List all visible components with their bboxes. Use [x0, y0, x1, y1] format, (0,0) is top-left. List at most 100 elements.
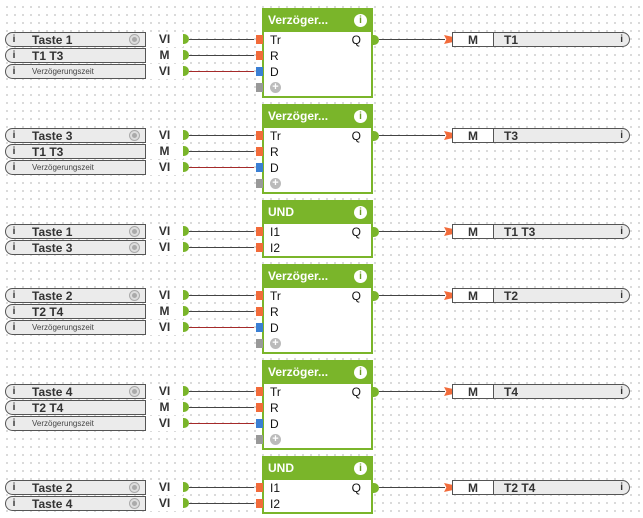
output-arrow-port[interactable]	[444, 227, 452, 236]
info-icon[interactable]: i	[12, 50, 16, 61]
output-arrow-port[interactable]	[444, 35, 452, 44]
block-header[interactable]: Verzöger...i	[264, 266, 371, 288]
output-port[interactable]	[373, 227, 379, 237]
input-port[interactable]	[256, 35, 263, 44]
input-port[interactable]	[256, 499, 263, 508]
add-port[interactable]	[256, 179, 263, 188]
input-port[interactable]	[256, 403, 263, 412]
input-output-port[interactable]	[183, 66, 189, 76]
input-port[interactable]	[256, 323, 263, 332]
info-icon[interactable]: i	[12, 482, 16, 493]
input-output-port[interactable]	[183, 402, 189, 412]
output-port[interactable]	[373, 291, 379, 301]
info-icon[interactable]: i	[620, 130, 623, 141]
output-arrow-port[interactable]	[444, 131, 452, 140]
input-output-port[interactable]	[183, 306, 189, 316]
input-output-port[interactable]	[183, 50, 189, 60]
add-input-icon[interactable]: +	[270, 178, 281, 189]
input-output-port[interactable]	[183, 130, 189, 140]
input-output-port[interactable]	[183, 34, 189, 44]
input-output-port[interactable]	[183, 146, 189, 156]
info-icon[interactable]: i	[12, 402, 16, 413]
input-output-port[interactable]	[183, 242, 189, 252]
output-port[interactable]	[373, 483, 379, 493]
input-port[interactable]	[256, 227, 263, 236]
output-port[interactable]	[373, 387, 379, 397]
input-port[interactable]	[256, 483, 263, 492]
output-port[interactable]	[373, 35, 379, 45]
info-icon[interactable]: i	[12, 418, 16, 429]
add-port[interactable]	[256, 339, 263, 348]
add-input-icon[interactable]: +	[270, 82, 281, 93]
info-icon[interactable]: i	[12, 146, 16, 157]
input-output-port[interactable]	[183, 482, 189, 492]
input-output-port[interactable]	[183, 226, 189, 236]
info-icon[interactable]: i	[354, 110, 367, 123]
info-icon[interactable]: i	[354, 270, 367, 283]
info-icon[interactable]: i	[354, 462, 367, 475]
output-arrow-port[interactable]	[444, 483, 452, 492]
info-icon[interactable]: i	[12, 242, 16, 253]
add-input-icon[interactable]: +	[270, 434, 281, 445]
info-icon[interactable]: i	[12, 322, 16, 333]
info-icon[interactable]: i	[12, 66, 16, 77]
input-output-port[interactable]	[183, 322, 189, 332]
info-icon[interactable]: i	[12, 162, 16, 173]
input-output-port[interactable]	[183, 162, 189, 172]
add-input-icon[interactable]: +	[270, 338, 281, 349]
info-icon[interactable]: i	[12, 386, 16, 397]
block-header[interactable]: Verzöger...i	[264, 106, 371, 128]
add-port[interactable]	[256, 83, 263, 92]
block-header[interactable]: Verzöger...i	[264, 362, 371, 384]
input-port[interactable]	[256, 243, 263, 252]
info-icon[interactable]: i	[354, 14, 367, 27]
info-icon[interactable]: i	[620, 290, 623, 301]
input-port[interactable]	[256, 67, 263, 76]
input-port[interactable]	[256, 51, 263, 60]
info-icon[interactable]: i	[12, 306, 16, 317]
info-icon[interactable]: i	[620, 386, 623, 397]
input-output-port[interactable]	[183, 386, 189, 396]
input-output-port[interactable]	[183, 498, 189, 508]
input-port[interactable]	[256, 163, 263, 172]
info-icon[interactable]: i	[12, 498, 16, 509]
info-icon[interactable]: i	[12, 290, 16, 301]
input-port[interactable]	[256, 291, 263, 300]
input-port[interactable]	[256, 131, 263, 140]
input-output-port[interactable]	[183, 418, 189, 428]
input-port[interactable]	[256, 307, 263, 316]
info-icon[interactable]: i	[620, 34, 623, 45]
input-output-port[interactable]	[183, 290, 189, 300]
info-icon[interactable]: i	[12, 130, 16, 141]
info-icon[interactable]: i	[354, 206, 367, 219]
info-icon[interactable]: i	[620, 482, 623, 493]
output-port[interactable]	[373, 131, 379, 141]
output-arrow-port[interactable]	[444, 387, 452, 396]
